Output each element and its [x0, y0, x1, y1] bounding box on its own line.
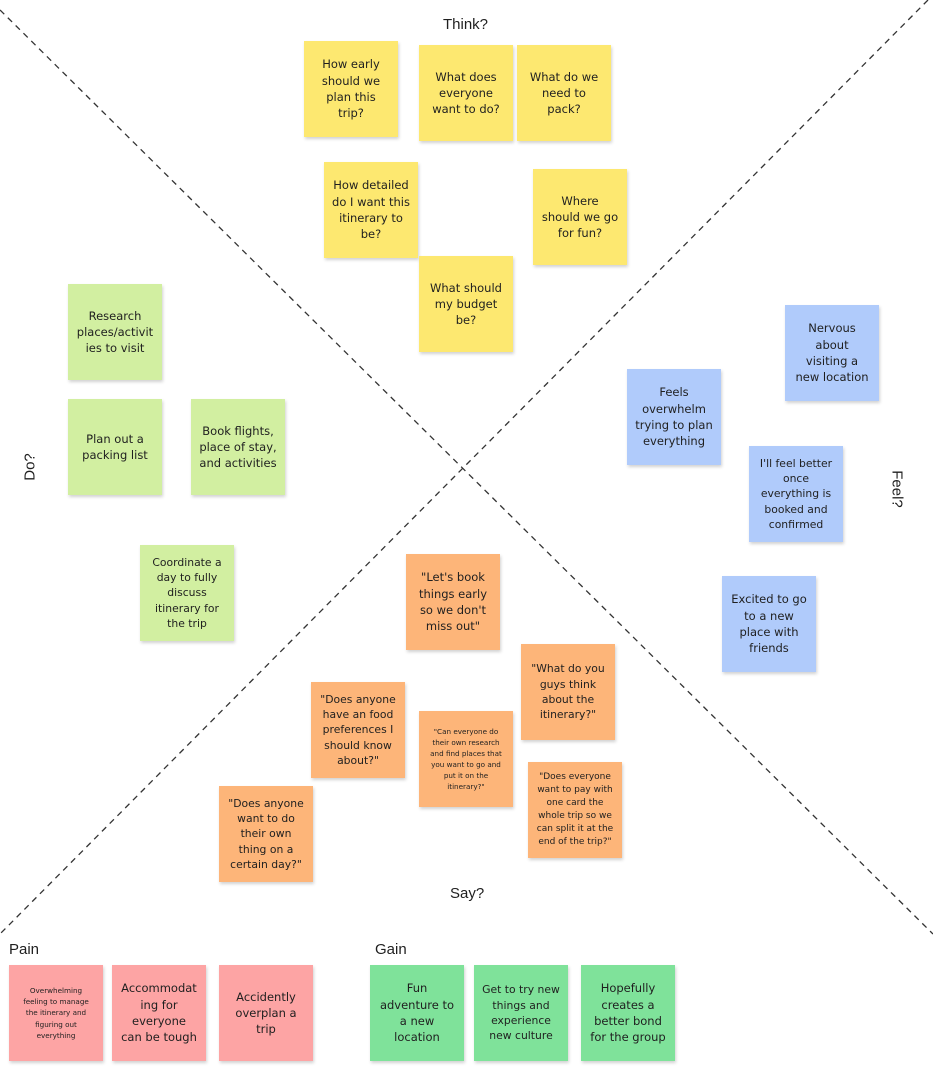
think-note-text: Where should we go for fun? [541, 193, 619, 241]
feel-note[interactable]: Feels overwhelm trying to plan everythin… [627, 369, 721, 465]
think-note[interactable]: How early should we plan this trip? [304, 41, 398, 137]
say-note[interactable]: "Let's book things early so we don't mis… [406, 554, 500, 650]
say-note-text: "Does anyone have an food preferences I … [320, 692, 396, 767]
gain-note[interactable]: Hopefully creates a better bond for the … [581, 965, 675, 1061]
feel-note[interactable]: I'll feel better once everything is book… [749, 446, 843, 542]
gain-note-text: Get to try new things and experience new… [482, 983, 560, 1043]
pain-note[interactable]: Overwhelming feeling to manage the itine… [9, 965, 103, 1061]
pain-label: Pain [9, 941, 40, 958]
feel-note[interactable]: Nervous about visiting a new location [785, 305, 879, 401]
say-note-text: "What do you guys think about the itiner… [531, 662, 605, 722]
say-note[interactable]: "Does anyone have an food preferences I … [311, 682, 405, 778]
gain-note-text: Fun adventure to a new location [379, 981, 455, 1045]
gain-note-text: Hopefully creates a better bond for the … [590, 981, 666, 1045]
pain-note[interactable]: Accidently overplan a trip [219, 965, 313, 1061]
think-label: Think? [443, 16, 489, 33]
gain-note[interactable]: Fun adventure to a new location [370, 965, 464, 1061]
diagonal-line-down [0, 9, 933, 935]
do-note-text: Book flights, place of stay, and activit… [199, 423, 277, 471]
do-note[interactable]: Coordinate a day to fully discuss itiner… [140, 545, 234, 641]
gain-label: Gain [375, 941, 407, 958]
do-note[interactable]: Plan out a packing list [68, 399, 162, 495]
think-note[interactable]: Where should we go for fun? [533, 169, 627, 265]
gain-note[interactable]: Get to try new things and experience new… [474, 965, 568, 1061]
say-note-text: "Let's book things early so we don't mis… [418, 570, 488, 634]
feel-note-text: Nervous about visiting a new location [795, 321, 869, 385]
feel-note-text: Feels overwhelm trying to plan everythin… [635, 385, 713, 449]
say-note[interactable]: "Does anyone want to do their own thing … [219, 786, 313, 882]
do-note[interactable]: Book flights, place of stay, and activit… [191, 399, 285, 495]
pain-note[interactable]: Accommodating for everyone can be tough [112, 965, 206, 1061]
think-note-text: What do we need to pack? [529, 69, 599, 117]
say-note-text: "Does everyone want to pay with one card… [536, 771, 614, 848]
say-note-text: "Does anyone want to do their own thing … [228, 796, 304, 871]
pain-note-text: Accidently overplan a trip [235, 989, 297, 1037]
pain-note-text: Overwhelming feeling to manage the itine… [23, 986, 89, 1040]
think-note-text: How detailed do I want this itinerary to… [332, 178, 410, 242]
think-note[interactable]: What should my budget be? [419, 256, 513, 352]
say-note[interactable]: "What do you guys think about the itiner… [521, 644, 615, 740]
do-label: Do? [21, 453, 39, 481]
do-note-text: Plan out a packing list [82, 431, 148, 462]
pain-note-text: Accommodating for everyone can be tough [121, 981, 197, 1045]
say-label: Say? [450, 885, 485, 902]
do-note[interactable]: Research places/activities to visit [68, 284, 162, 380]
think-note-text: How early should we plan this trip? [321, 57, 381, 121]
feel-label: Feel? [888, 470, 906, 508]
think-note[interactable]: How detailed do I want this itinerary to… [324, 162, 418, 258]
say-note[interactable]: "Can everyone do their own research and … [419, 711, 513, 807]
say-note-text: "Can everyone do their own research and … [430, 726, 502, 792]
feel-note-text: I'll feel better once everything is book… [759, 456, 833, 531]
say-note[interactable]: "Does everyone want to pay with one card… [528, 762, 622, 858]
do-note-text: Research places/activities to visit [76, 308, 154, 356]
think-note[interactable]: What do we need to pack? [517, 45, 611, 141]
feel-note[interactable]: Excited to go to a new place with friend… [722, 576, 816, 672]
think-note-text: What should my budget be? [430, 280, 502, 328]
think-note[interactable]: What does everyone want to do? [419, 45, 513, 141]
feel-note-text: Excited to go to a new place with friend… [731, 592, 807, 656]
think-note-text: What does everyone want to do? [432, 69, 500, 117]
do-note-text: Coordinate a day to fully discuss itiner… [152, 555, 222, 630]
